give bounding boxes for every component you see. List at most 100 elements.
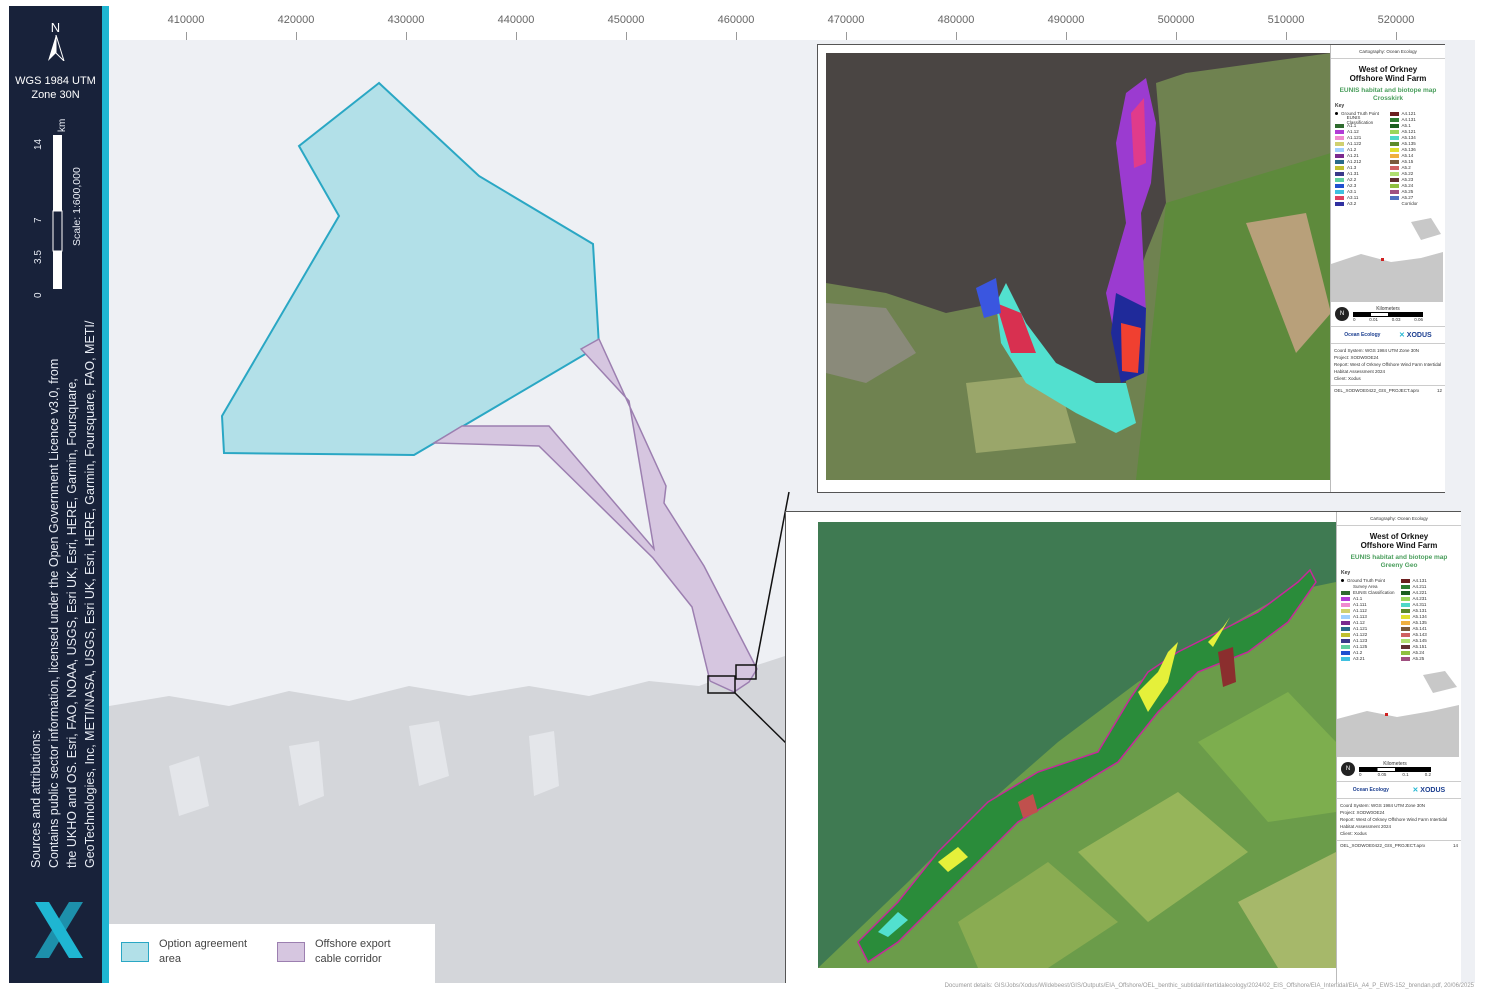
key-label: A5.27 xyxy=(1401,195,1414,200)
key-swatch xyxy=(1400,590,1410,595)
north-arrow: N xyxy=(9,20,102,66)
key-label: A1.12 xyxy=(1347,129,1359,134)
inset-2-meta: Client: Xodus xyxy=(1340,831,1367,836)
key-swatch xyxy=(1335,112,1338,115)
inset-1-scale-label: Kilometers xyxy=(1376,306,1400,312)
key-swatch xyxy=(1400,638,1410,643)
inset-2-subtitle-1: EUNIS habitat and biotope map xyxy=(1350,554,1448,561)
key-label: A4.131 xyxy=(1412,578,1427,583)
inset-map-crosskirk[interactable]: Cartography: Ocean Ecology West of Orkne… xyxy=(817,44,1445,493)
inset-1-meta: Project: XODW0OE24 xyxy=(1334,355,1379,360)
key-label: A1.123 xyxy=(1353,638,1368,643)
sidebar: N WGS 1984 UTM Zone 30N 14 7 3.5 0 km Sc… xyxy=(9,6,102,983)
inset-1-subtitle-2: Crosskirk xyxy=(1373,95,1403,102)
key-label: A2.3 xyxy=(1347,183,1357,188)
key-item: A5.151 xyxy=(1400,644,1458,649)
x-axis-tick-mark xyxy=(626,32,627,40)
key-label: A3.21 xyxy=(1353,656,1365,661)
key-swatch xyxy=(1335,183,1344,188)
x-axis-tick-mark xyxy=(1286,32,1287,40)
key-swatch xyxy=(1400,614,1410,619)
inset-1-meta: Report: West of Orkney Offshore Wind Far… xyxy=(1334,362,1442,374)
attribution-line-4: GeoTechnologies, Inc, METI/NASA, USGS, E… xyxy=(83,320,97,868)
key-swatch xyxy=(1389,189,1399,194)
x-axis-tick-label: 450000 xyxy=(607,14,645,26)
key-label: A1.112 xyxy=(1353,608,1367,613)
legend-label-option-area-2: area xyxy=(159,953,182,965)
north-arrow-icon xyxy=(47,34,64,62)
key-item: A3.21 xyxy=(1341,656,1398,661)
scale-bar xyxy=(52,135,63,289)
legend: Option agreement area Offshore export ca… xyxy=(109,924,435,983)
key-label: A5.143 xyxy=(1412,632,1427,637)
x-axis-tick-label: 440000 xyxy=(497,14,535,26)
inset-1-subtitle-1: EUNIS habitat and biotope map xyxy=(1339,87,1437,94)
key-swatch xyxy=(1335,153,1344,158)
legend-label-cable-corridor: Offshore export cable corridor xyxy=(315,937,391,967)
x-axis-tick-label: 470000 xyxy=(827,14,865,26)
x-axis-tick-mark xyxy=(956,32,957,40)
key-label: A5.121 xyxy=(1401,129,1416,134)
key-swatch xyxy=(1389,177,1399,182)
key-label: EUNIS Classification xyxy=(1346,114,1374,125)
key-swatch xyxy=(1389,147,1399,152)
key-swatch xyxy=(1341,579,1344,582)
key-item: A1.121 xyxy=(1341,626,1398,631)
key-swatch xyxy=(1389,141,1399,146)
x-axis-tick-label: 420000 xyxy=(277,14,315,26)
x-axis-tick-label: 510000 xyxy=(1267,14,1305,26)
key-item: A1.1 xyxy=(1341,596,1398,601)
key-swatch xyxy=(1335,141,1344,146)
inset-1-key-label: Key xyxy=(1335,103,1345,109)
inset-2-north-icon: N xyxy=(1341,762,1355,776)
key-item: A4.131 xyxy=(1400,578,1458,583)
key-label: A5.145 xyxy=(1412,638,1427,643)
scale-tick-7: 7 xyxy=(33,217,44,223)
key-label: A5.14 xyxy=(1401,153,1414,158)
key-item: A5.135 xyxy=(1389,141,1442,146)
key-swatch xyxy=(1400,656,1410,661)
key-swatch xyxy=(1341,614,1350,619)
key-item: A5.121 xyxy=(1389,129,1442,134)
key-item: A3.11 xyxy=(1335,195,1387,200)
legend-label-cable-corridor-2: cable corridor xyxy=(315,953,382,965)
key-item: A5.24 xyxy=(1389,183,1442,188)
key-item: A1.21 xyxy=(1335,153,1387,158)
key-item: EUNIS Classification xyxy=(1341,590,1398,595)
key-label: A5.135 xyxy=(1401,141,1416,146)
inset-1-header: Cartography: Ocean Ecology xyxy=(1331,45,1445,59)
inset-2-scale-tick: 0.05 xyxy=(1377,772,1387,777)
legend-label-cable-corridor-1: Offshore export xyxy=(315,938,391,950)
x-axis-tick-label: 500000 xyxy=(1157,14,1195,26)
key-label: A4.311 xyxy=(1412,602,1427,607)
inset-1-north-icon: N xyxy=(1335,307,1349,321)
inset-2-key-label: Key xyxy=(1341,570,1351,576)
key-item: A1.122 xyxy=(1341,632,1398,637)
key-item: A3.1 xyxy=(1335,189,1387,194)
key-label: A5.136 xyxy=(1401,147,1416,152)
inset-2-doc: OEL_XODWOE0422_GIS_PROJECT.aprx xyxy=(1340,843,1426,848)
inset-1-scale-tick: 0.06 xyxy=(1414,317,1423,322)
x-axis-tick-label: 430000 xyxy=(387,14,425,26)
scale-tick-14: 14 xyxy=(33,138,44,150)
key-item: Survey Area xyxy=(1341,584,1398,589)
inset-2-scale-label: Kilometers xyxy=(1383,761,1407,767)
ocean-ecology-logo: Ocean Ecology xyxy=(1344,332,1381,338)
key-label: A3.11 xyxy=(1347,195,1359,200)
key-label: A5.135 xyxy=(1412,620,1427,625)
inset-2-subtitle-2: Greeny Geo xyxy=(1380,562,1418,569)
key-label: A1.121 xyxy=(1347,135,1362,140)
key-swatch xyxy=(1335,171,1344,176)
key-item: A1.3 xyxy=(1335,165,1387,170)
x-axis-tick-mark xyxy=(1176,32,1177,40)
inset-1-page: 12 xyxy=(1436,388,1442,393)
key-swatch xyxy=(1389,117,1399,122)
x-axis-tick-mark xyxy=(1396,32,1397,40)
xodus-brand-text: XODUS xyxy=(1406,332,1432,339)
key-item: A1.1 xyxy=(1335,123,1387,128)
key-swatch xyxy=(1335,147,1344,152)
inset-map-greeny-geo[interactable]: Cartography: Ocean Ecology West of Orkne… xyxy=(785,511,1461,983)
inset-1-scalebar: N Kilometers 0 0.01 0.03 0.06 xyxy=(1331,302,1445,326)
key-label: A5.23 xyxy=(1401,177,1414,182)
